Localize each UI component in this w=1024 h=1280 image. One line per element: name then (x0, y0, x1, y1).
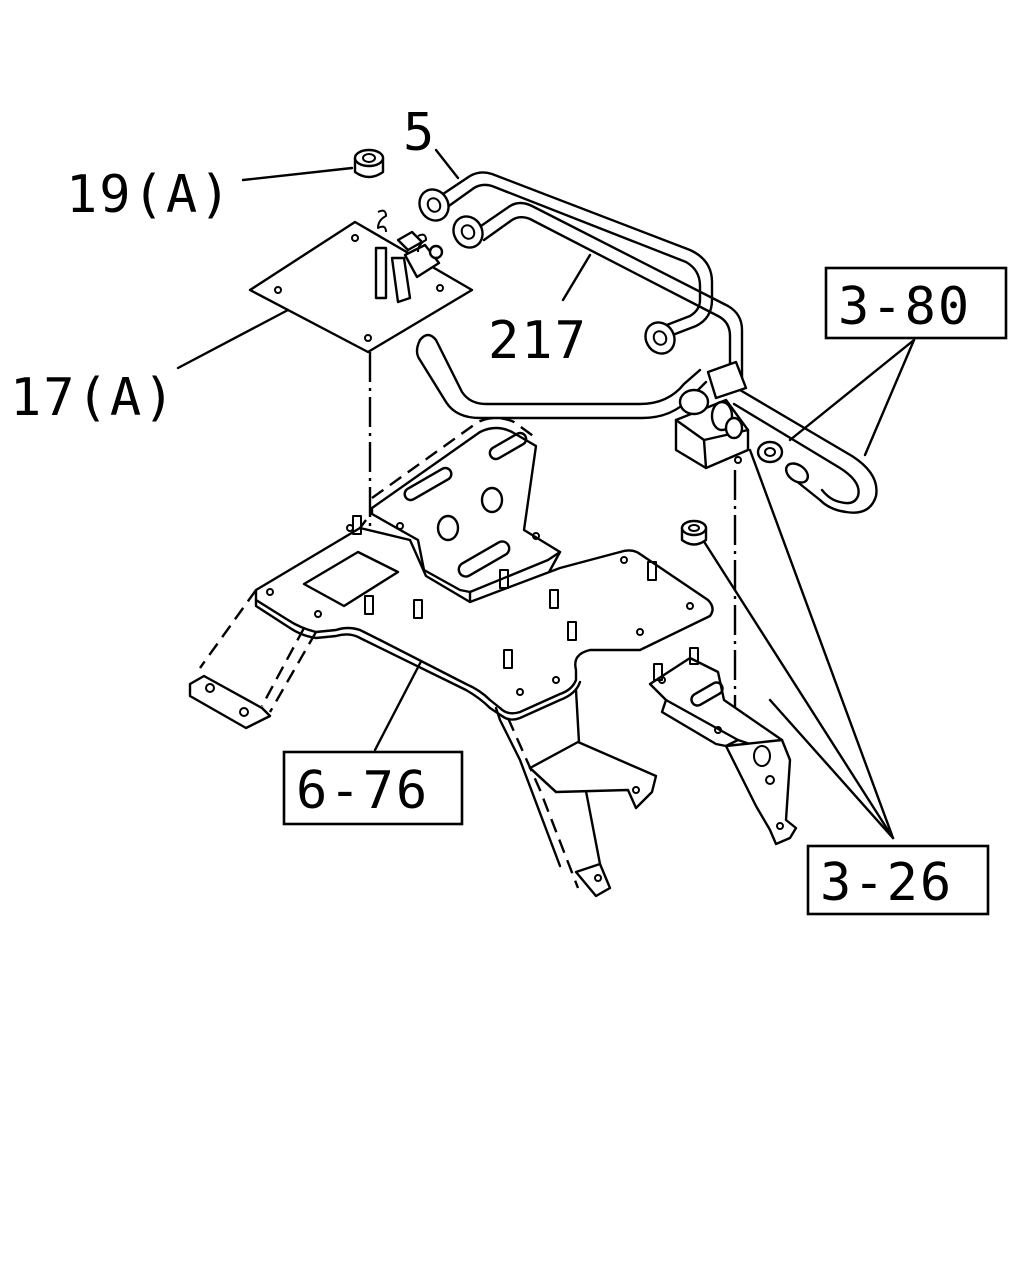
ref-6-76-text: 6-76 (296, 761, 429, 821)
leader-lines (176, 148, 916, 840)
label-17a: 17(A) (10, 368, 177, 428)
main-bracket (188, 416, 714, 898)
nut-19a (353, 148, 385, 179)
label-217: 217 (488, 311, 588, 371)
plate-17a (248, 209, 474, 354)
label-5: 5 (403, 103, 436, 163)
ref-box-3-80[interactable]: 3-80 (824, 266, 1008, 340)
pipe-217 (452, 201, 744, 382)
valve-block (674, 360, 784, 470)
nut-small (680, 519, 708, 546)
label-19a: 19(A) (66, 165, 233, 225)
ref-box-3-26[interactable]: 3-26 (806, 844, 990, 916)
flex-hose (415, 333, 878, 514)
ref-3-26-text: 3-26 (820, 853, 953, 913)
right-bracket (648, 647, 798, 846)
pipe-5 (418, 171, 714, 355)
center-lines (368, 352, 737, 725)
ref-3-80-text: 3-80 (838, 277, 971, 337)
ref-box-6-76[interactable]: 6-76 (282, 750, 464, 826)
